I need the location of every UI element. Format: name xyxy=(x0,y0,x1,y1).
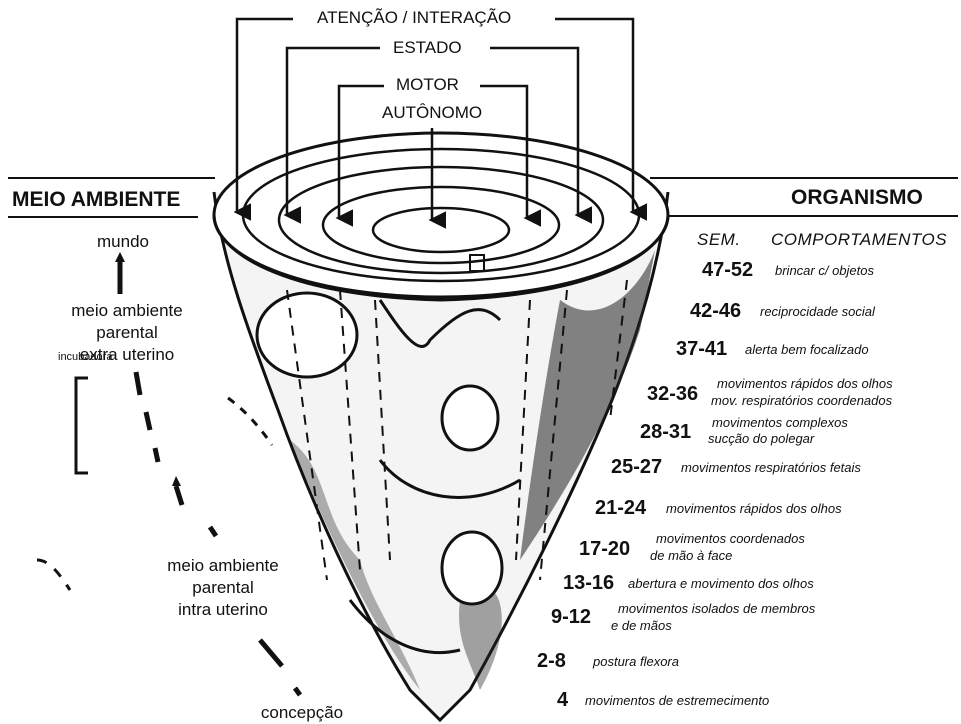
system-state-label: ESTADO xyxy=(388,38,467,58)
milestone-weeks: 4 xyxy=(557,689,568,712)
milestone-behavior: e de mãos xyxy=(611,618,672,634)
milestone-behavior: postura flexora xyxy=(593,654,679,670)
milestone-behavior: movimentos isolados de membros xyxy=(618,601,815,617)
milestone-weeks: 17-20 xyxy=(579,538,630,561)
milestone-behavior: mov. respiratórios coordenados xyxy=(711,393,892,409)
env-world-label: mundo xyxy=(88,231,158,253)
milestone-behavior: reciprocidade social xyxy=(760,304,875,320)
system-autonomic-label: AUTÔNOMO xyxy=(377,103,487,123)
milestone-weeks: 47-52 xyxy=(702,259,753,282)
milestone-weeks: 37-41 xyxy=(676,338,727,361)
milestone-behavior: movimentos coordenados xyxy=(656,531,805,547)
right-heading: ORGANISMO xyxy=(791,186,923,210)
milestone-behavior: movimentos respiratórios fetais xyxy=(681,460,861,476)
milestone-weeks: 32-36 xyxy=(647,383,698,406)
milestone-behavior: alerta bem focalizado xyxy=(745,342,869,358)
milestone-behavior: brincar c/ objetos xyxy=(775,263,874,279)
milestone-weeks: 21-24 xyxy=(595,497,646,520)
milestone-behavior: de mão à face xyxy=(650,548,732,564)
env-incubator-label: incubadora xyxy=(58,352,68,364)
milestone-behavior: sucção do polegar xyxy=(708,431,814,447)
env-intra-uterine-label: meio ambiente parental intra uterino xyxy=(153,555,293,621)
behaviors-column-header: COMPORTAMENTOS xyxy=(771,230,947,250)
milestone-behavior: movimentos de estremecimento xyxy=(585,693,769,709)
milestone-behavior: movimentos rápidos dos olhos xyxy=(666,501,842,517)
left-heading: MEIO AMBIENTE xyxy=(12,188,180,212)
incubator-bracket xyxy=(76,378,88,473)
milestone-behavior: movimentos complexos xyxy=(712,415,848,431)
milestone-behavior: abertura e movimento dos olhos xyxy=(628,576,814,592)
milestone-weeks: 13-16 xyxy=(563,572,614,595)
system-motor-label: MOTOR xyxy=(391,75,464,95)
env-conception-label: concepção xyxy=(252,702,352,724)
milestone-weeks: 9-12 xyxy=(551,606,591,629)
ring-autonomic xyxy=(373,208,509,252)
weeks-column-header: SEM. xyxy=(697,230,741,250)
milestone-weeks: 28-31 xyxy=(640,421,691,444)
milestone-weeks: 2-8 xyxy=(537,650,566,673)
system-attention-label: ATENÇÃO / INTERAÇÃO xyxy=(312,8,516,28)
milestone-behavior: movimentos rápidos dos olhos xyxy=(717,376,893,392)
milestone-weeks: 25-27 xyxy=(611,456,662,479)
milestone-weeks: 42-46 xyxy=(690,300,741,323)
